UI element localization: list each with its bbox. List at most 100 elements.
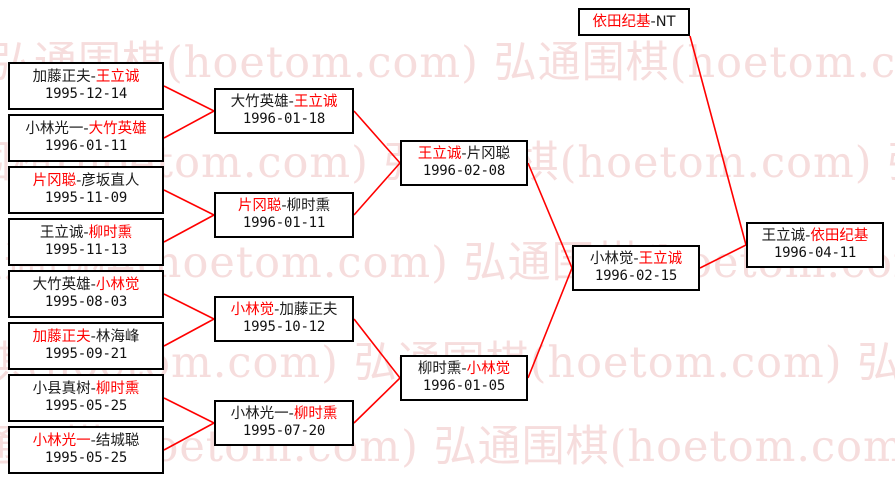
match-players: 片冈聪-彦坂直人 <box>33 173 140 189</box>
match-date: 1995-05-25 <box>44 398 128 415</box>
player-separator: - <box>281 198 287 215</box>
match-date: 1995-08-03 <box>44 294 128 311</box>
player-left: 小林觉 <box>589 251 634 268</box>
match-players: 王立诚-依田纪基 <box>762 228 869 244</box>
player-separator: - <box>83 121 89 138</box>
match-players: 片冈聪-柳时熏 <box>238 198 330 214</box>
match-players: 小林光一-结城聪 <box>33 433 140 449</box>
player-left: 王立诚 <box>417 146 462 163</box>
match-players: 小林觉-王立诚 <box>590 251 682 267</box>
match-box[interactable]: 依田纪基-NT <box>578 8 690 36</box>
player-left: 小林光一 <box>230 406 289 423</box>
match-date: 1996-01-18 <box>242 111 326 128</box>
match-date: 1995-09-21 <box>44 346 128 363</box>
match-players: 小林光一-柳时熏 <box>231 406 338 422</box>
player-left: 片冈聪 <box>237 198 282 215</box>
match-players: 小林光一-大竹英雄 <box>25 121 146 137</box>
player-separator: - <box>805 228 811 245</box>
connector-line <box>353 318 401 379</box>
player-separator: - <box>90 433 96 450</box>
player-separator: - <box>90 381 96 398</box>
connector-line <box>689 35 747 246</box>
player-separator: - <box>90 69 96 86</box>
player-left: 小林觉 <box>230 302 275 319</box>
player-left: 王立诚 <box>39 225 84 242</box>
player-separator: - <box>633 251 639 268</box>
connector-line <box>163 110 215 139</box>
player-left: 小林光一 <box>25 121 84 138</box>
match-players: 依田纪基-NT <box>593 14 676 30</box>
match-players: 大竹英雄-小林觉 <box>33 277 140 293</box>
player-separator: - <box>288 94 294 111</box>
player-right: 王立诚 <box>293 94 338 111</box>
connector-line <box>527 267 573 379</box>
connector-line <box>527 162 573 269</box>
match-players: 小林觉-加藤正夫 <box>231 302 338 318</box>
connector-line <box>699 244 747 269</box>
connector-line <box>163 189 215 216</box>
player-left: 小林光一 <box>32 433 91 450</box>
player-right: 柳时熏 <box>88 225 133 242</box>
connector-line <box>163 422 215 451</box>
player-right: NT <box>655 13 676 30</box>
match-players: 加藤正夫-林海峰 <box>33 329 140 345</box>
match-date: 1996-04-11 <box>773 245 857 262</box>
player-left: 依田纪基 <box>592 13 651 30</box>
connector-line <box>163 293 215 320</box>
player-separator: - <box>90 329 96 346</box>
connector-line <box>163 397 215 424</box>
player-right: 王立诚 <box>638 251 683 268</box>
player-separator: - <box>288 406 294 423</box>
match-date: 1995-07-20 <box>242 423 326 440</box>
player-right: 大竹英雄 <box>88 121 147 138</box>
player-left: 王立诚 <box>761 228 806 245</box>
match-date: 1995-05-25 <box>44 450 128 467</box>
match-date: 1996-01-11 <box>242 215 326 232</box>
player-right: 加藤正夫 <box>279 302 338 319</box>
match-players: 柳时熏-小林觉 <box>418 361 510 377</box>
match-date: 1996-02-15 <box>594 268 678 285</box>
player-left: 加藤正夫 <box>32 329 91 346</box>
match-date: 1995-11-09 <box>44 190 128 207</box>
player-separator: - <box>461 361 467 378</box>
player-right: 结城聪 <box>95 433 140 450</box>
match-players: 王立诚-柳时熏 <box>40 225 132 241</box>
player-separator: - <box>274 302 280 319</box>
player-left: 加藤正夫 <box>32 69 91 86</box>
connector-line <box>163 85 215 112</box>
player-right: 林海峰 <box>95 329 140 346</box>
connector-line <box>353 162 401 216</box>
player-right: 王立诚 <box>95 69 140 86</box>
connector-line <box>353 377 401 424</box>
match-date: 1995-11-13 <box>44 242 128 259</box>
connector-line <box>163 214 215 243</box>
player-right: 片冈聪 <box>466 146 511 163</box>
match-players: 小县真树-柳时熏 <box>33 381 140 397</box>
player-separator: - <box>83 225 89 242</box>
player-right: 柳时熏 <box>293 406 338 423</box>
connector-line <box>163 318 215 347</box>
player-right: 小林觉 <box>95 277 140 294</box>
player-separator: - <box>461 146 467 163</box>
player-right: 柳时熏 <box>95 381 140 398</box>
player-left: 大竹英雄 <box>230 94 289 111</box>
player-separator: - <box>650 13 656 30</box>
match-players: 加藤正夫-王立诚 <box>33 69 140 85</box>
